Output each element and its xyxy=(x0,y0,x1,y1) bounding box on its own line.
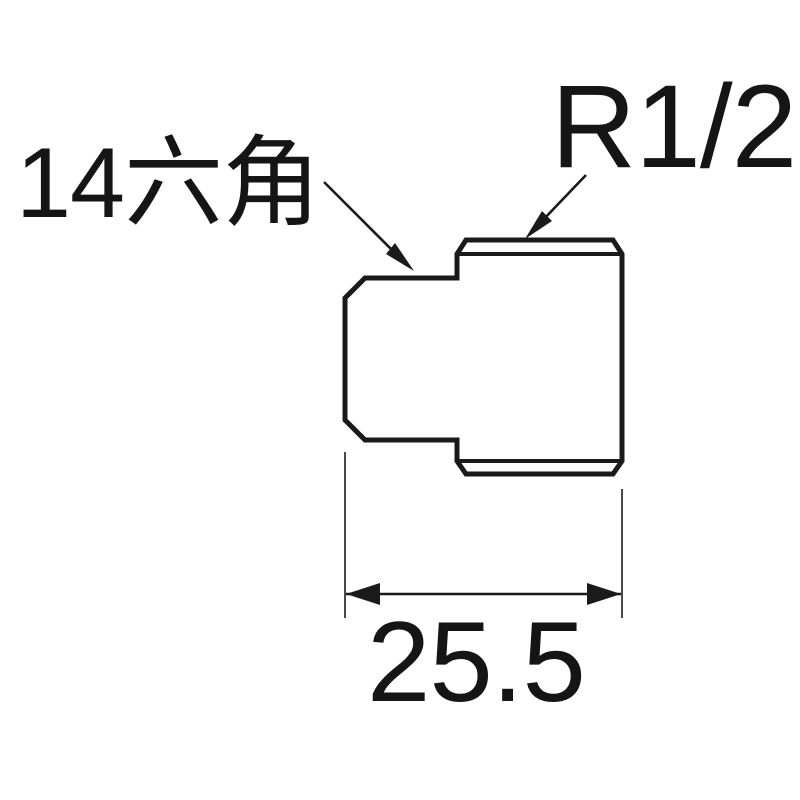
thread-leader-arrowhead xyxy=(525,211,552,239)
fitting-outline xyxy=(342,237,625,477)
dimension-arrowhead-left xyxy=(346,583,380,605)
thread-leader-line xyxy=(541,174,587,222)
length-dimension-label: 25.5 xyxy=(367,599,586,726)
hex-size-label: 14六角 xyxy=(16,127,321,238)
dimension-arrowhead-right xyxy=(587,583,621,605)
thread-size-label: R1/2 xyxy=(551,61,797,193)
hex-leader-arrowhead xyxy=(386,243,414,271)
